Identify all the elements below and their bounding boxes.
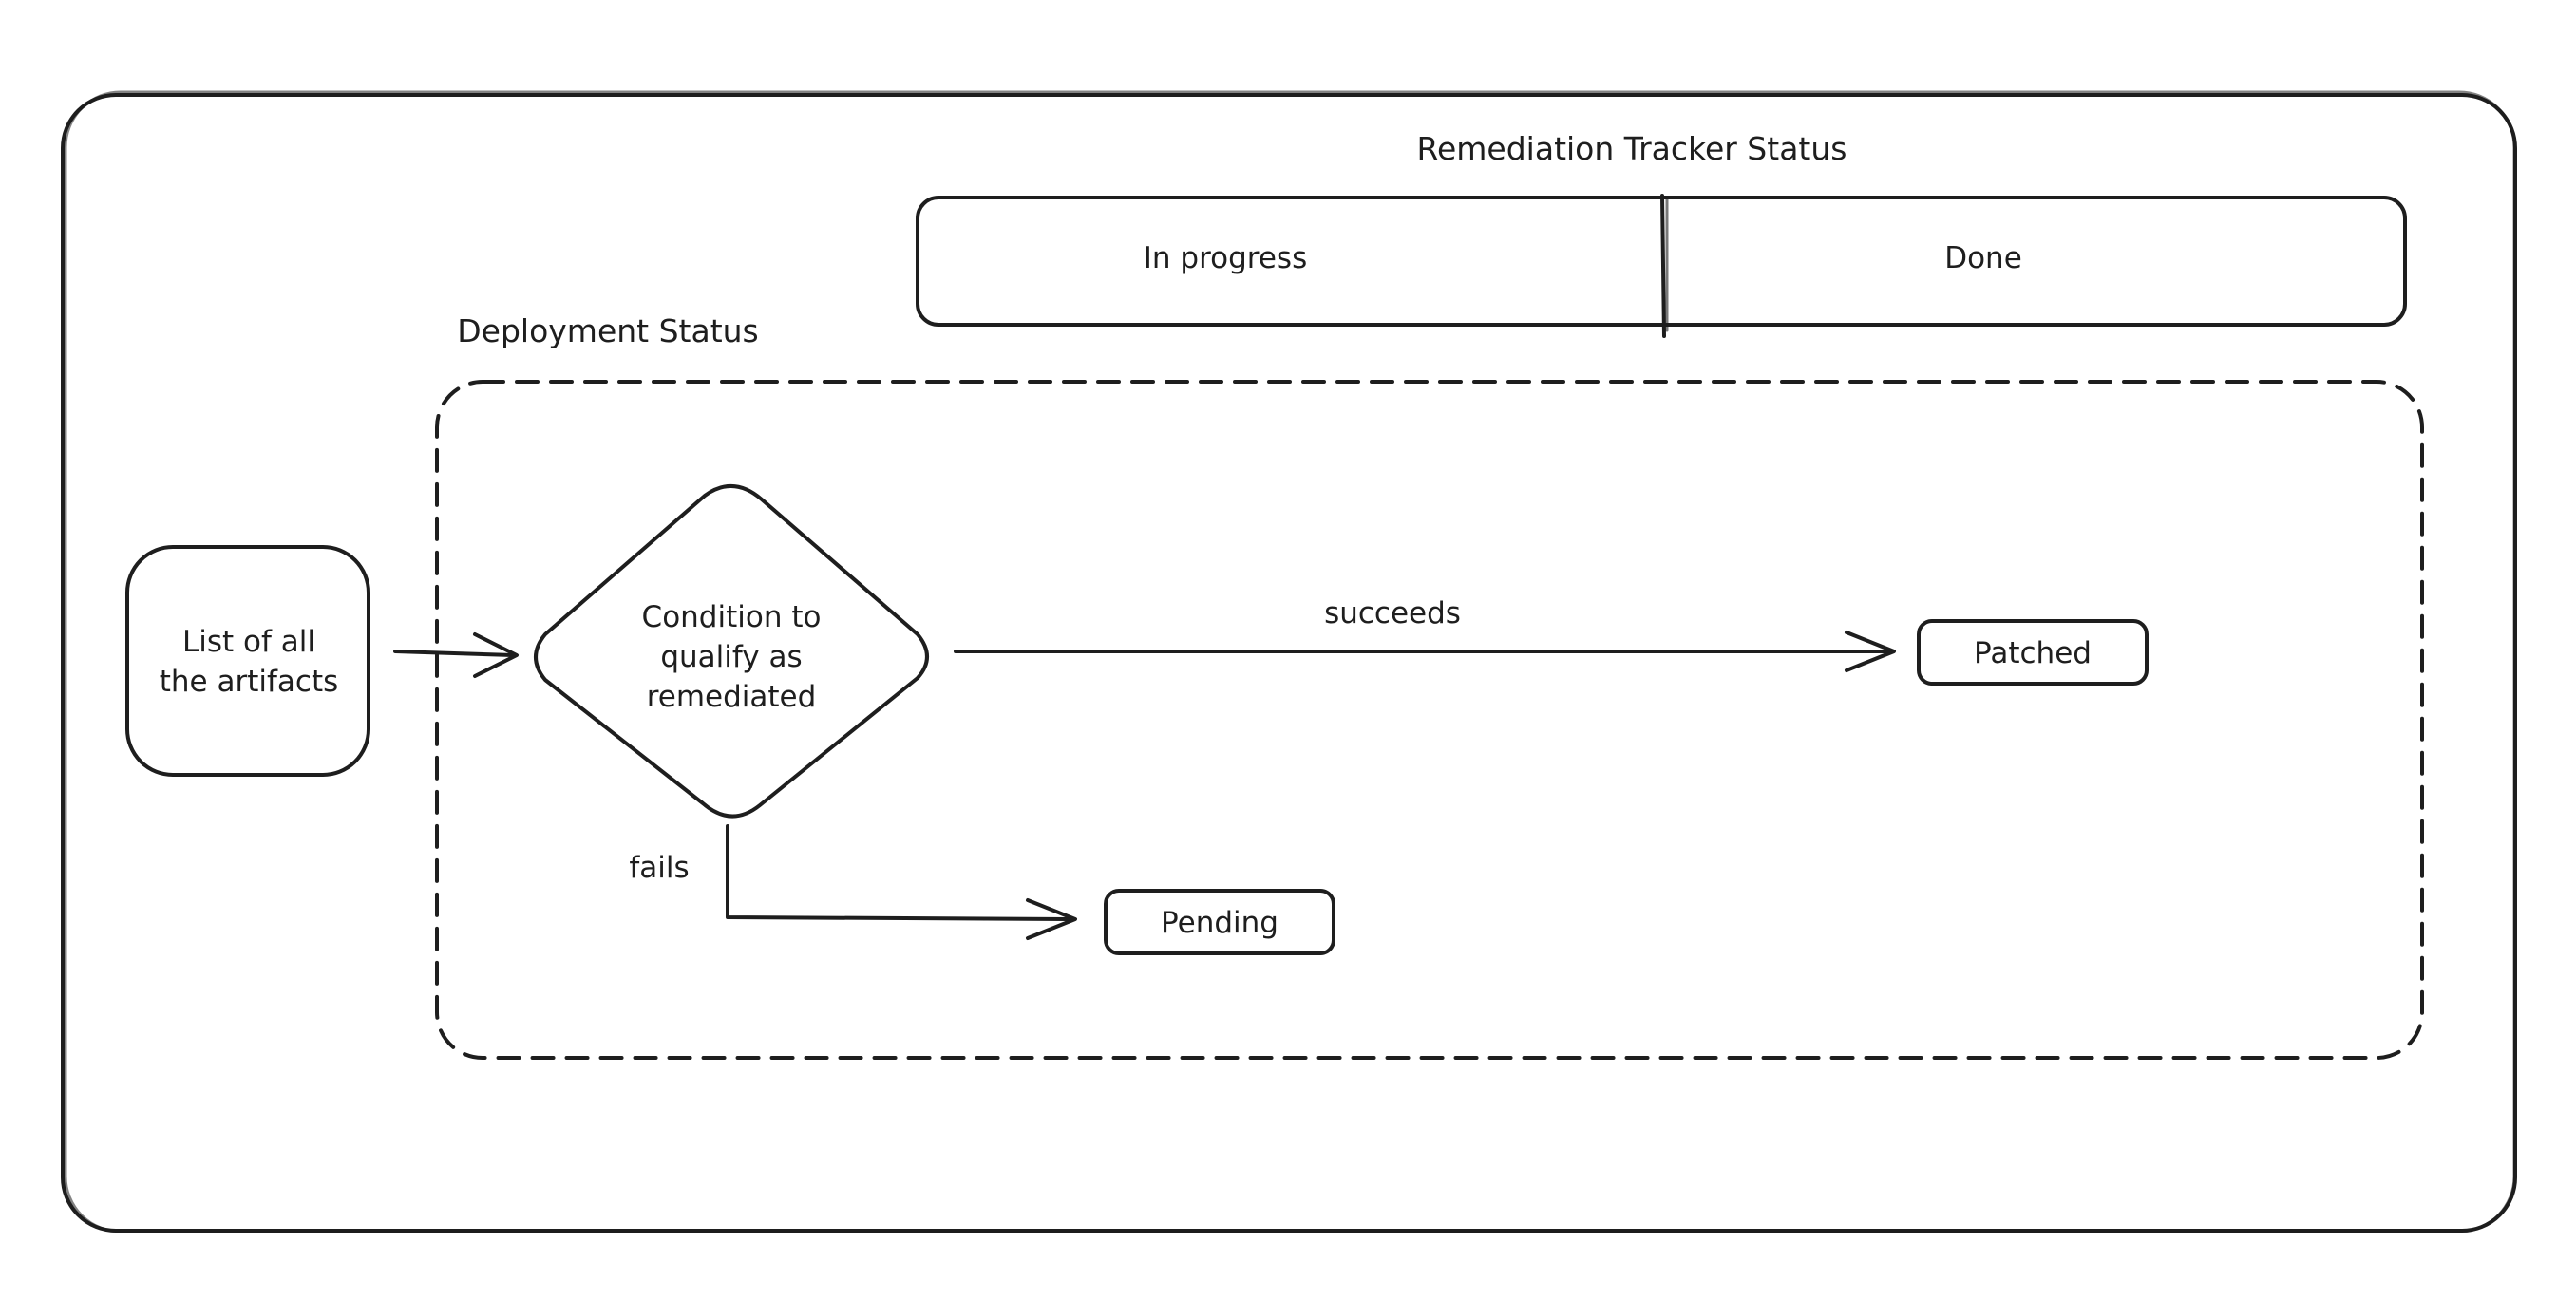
patched-node-label: Patched [1974,636,2092,670]
deployment-dashed-container [435,380,2424,1060]
arrow-decision-to-pending [726,824,1071,921]
start-node-line-1: List of all [182,625,315,659]
start-node [125,545,370,777]
pending-node-label: Pending [1161,906,1279,940]
arrow-start-to-decision-head [473,632,519,678]
arrow-decision-to-patched-head [1845,631,1896,672]
tracker-title: Remediation Tracker Status [1417,130,1847,167]
start-node-line-2: the artifacts [160,665,339,699]
tracker-divider [1660,194,1666,338]
decision-node-line-2: qualify as [660,640,802,674]
patched-node [1917,619,2149,686]
tracker-column-done: Done [1944,241,2022,275]
edge-label-fails: fails [629,851,689,885]
decision-node-line-1: Condition to [642,600,822,634]
deployment-title: Deployment Status [457,312,759,349]
outer-frame-sketch [64,90,2516,1233]
decision-node [534,483,929,819]
edge-label-succeeds: succeeds [1324,596,1461,631]
tracker-column-in-progress: In progress [1144,241,1307,275]
arrow-decision-to-pending-head [1026,898,1077,940]
arrow-start-to-decision [393,650,515,657]
decision-node-line-3: remediated [647,680,817,714]
pending-node [1104,889,1335,955]
